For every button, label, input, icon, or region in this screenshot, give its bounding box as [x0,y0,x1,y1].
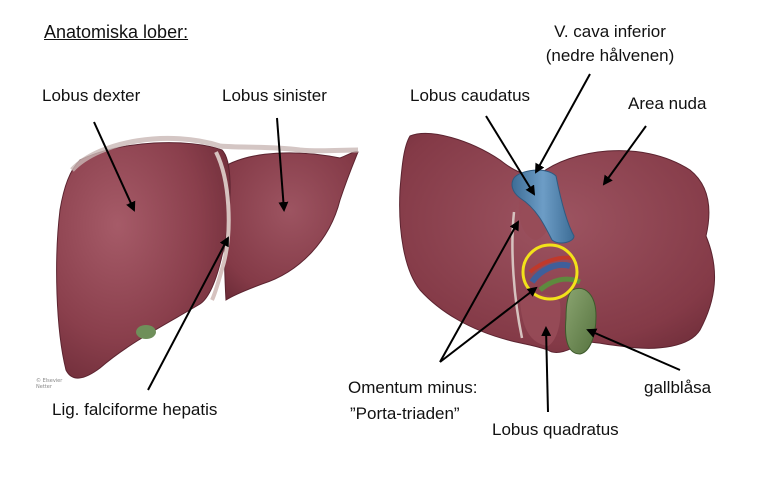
label-v-cava-line1: V. cava inferior [530,22,690,42]
label-v-cava-line2: (nedre hålvenen) [530,46,690,66]
label-lobus-dexter: Lobus dexter [42,86,140,106]
credit-line2: Netter [36,384,62,390]
gallbladder-shape [566,288,596,354]
diagram-title: Anatomiska lober: [44,22,188,42]
label-lig-falciforme: Lig. falciforme hepatis [52,400,217,420]
label-lobus-sinister: Lobus sinister [222,86,327,106]
label-lobus-quadratus: Lobus quadratus [492,420,619,440]
label-area-nuda: Area nuda [628,94,706,114]
label-omentum-line2: ”Porta-triaden” [350,404,460,424]
label-lobus-caudatus: Lobus caudatus [410,86,530,106]
image-credit: © Elsevier Netter [36,378,62,390]
right-lobe-shape [57,143,230,378]
label-omentum-line1: Omentum minus: [348,378,477,398]
gallbladder-tip-shape [136,325,156,339]
liver-anterior-view [57,138,358,378]
label-gallblasa: gallblåsa [644,378,711,398]
liver-visceral-view [400,133,715,354]
left-lobe-shape [222,151,358,300]
